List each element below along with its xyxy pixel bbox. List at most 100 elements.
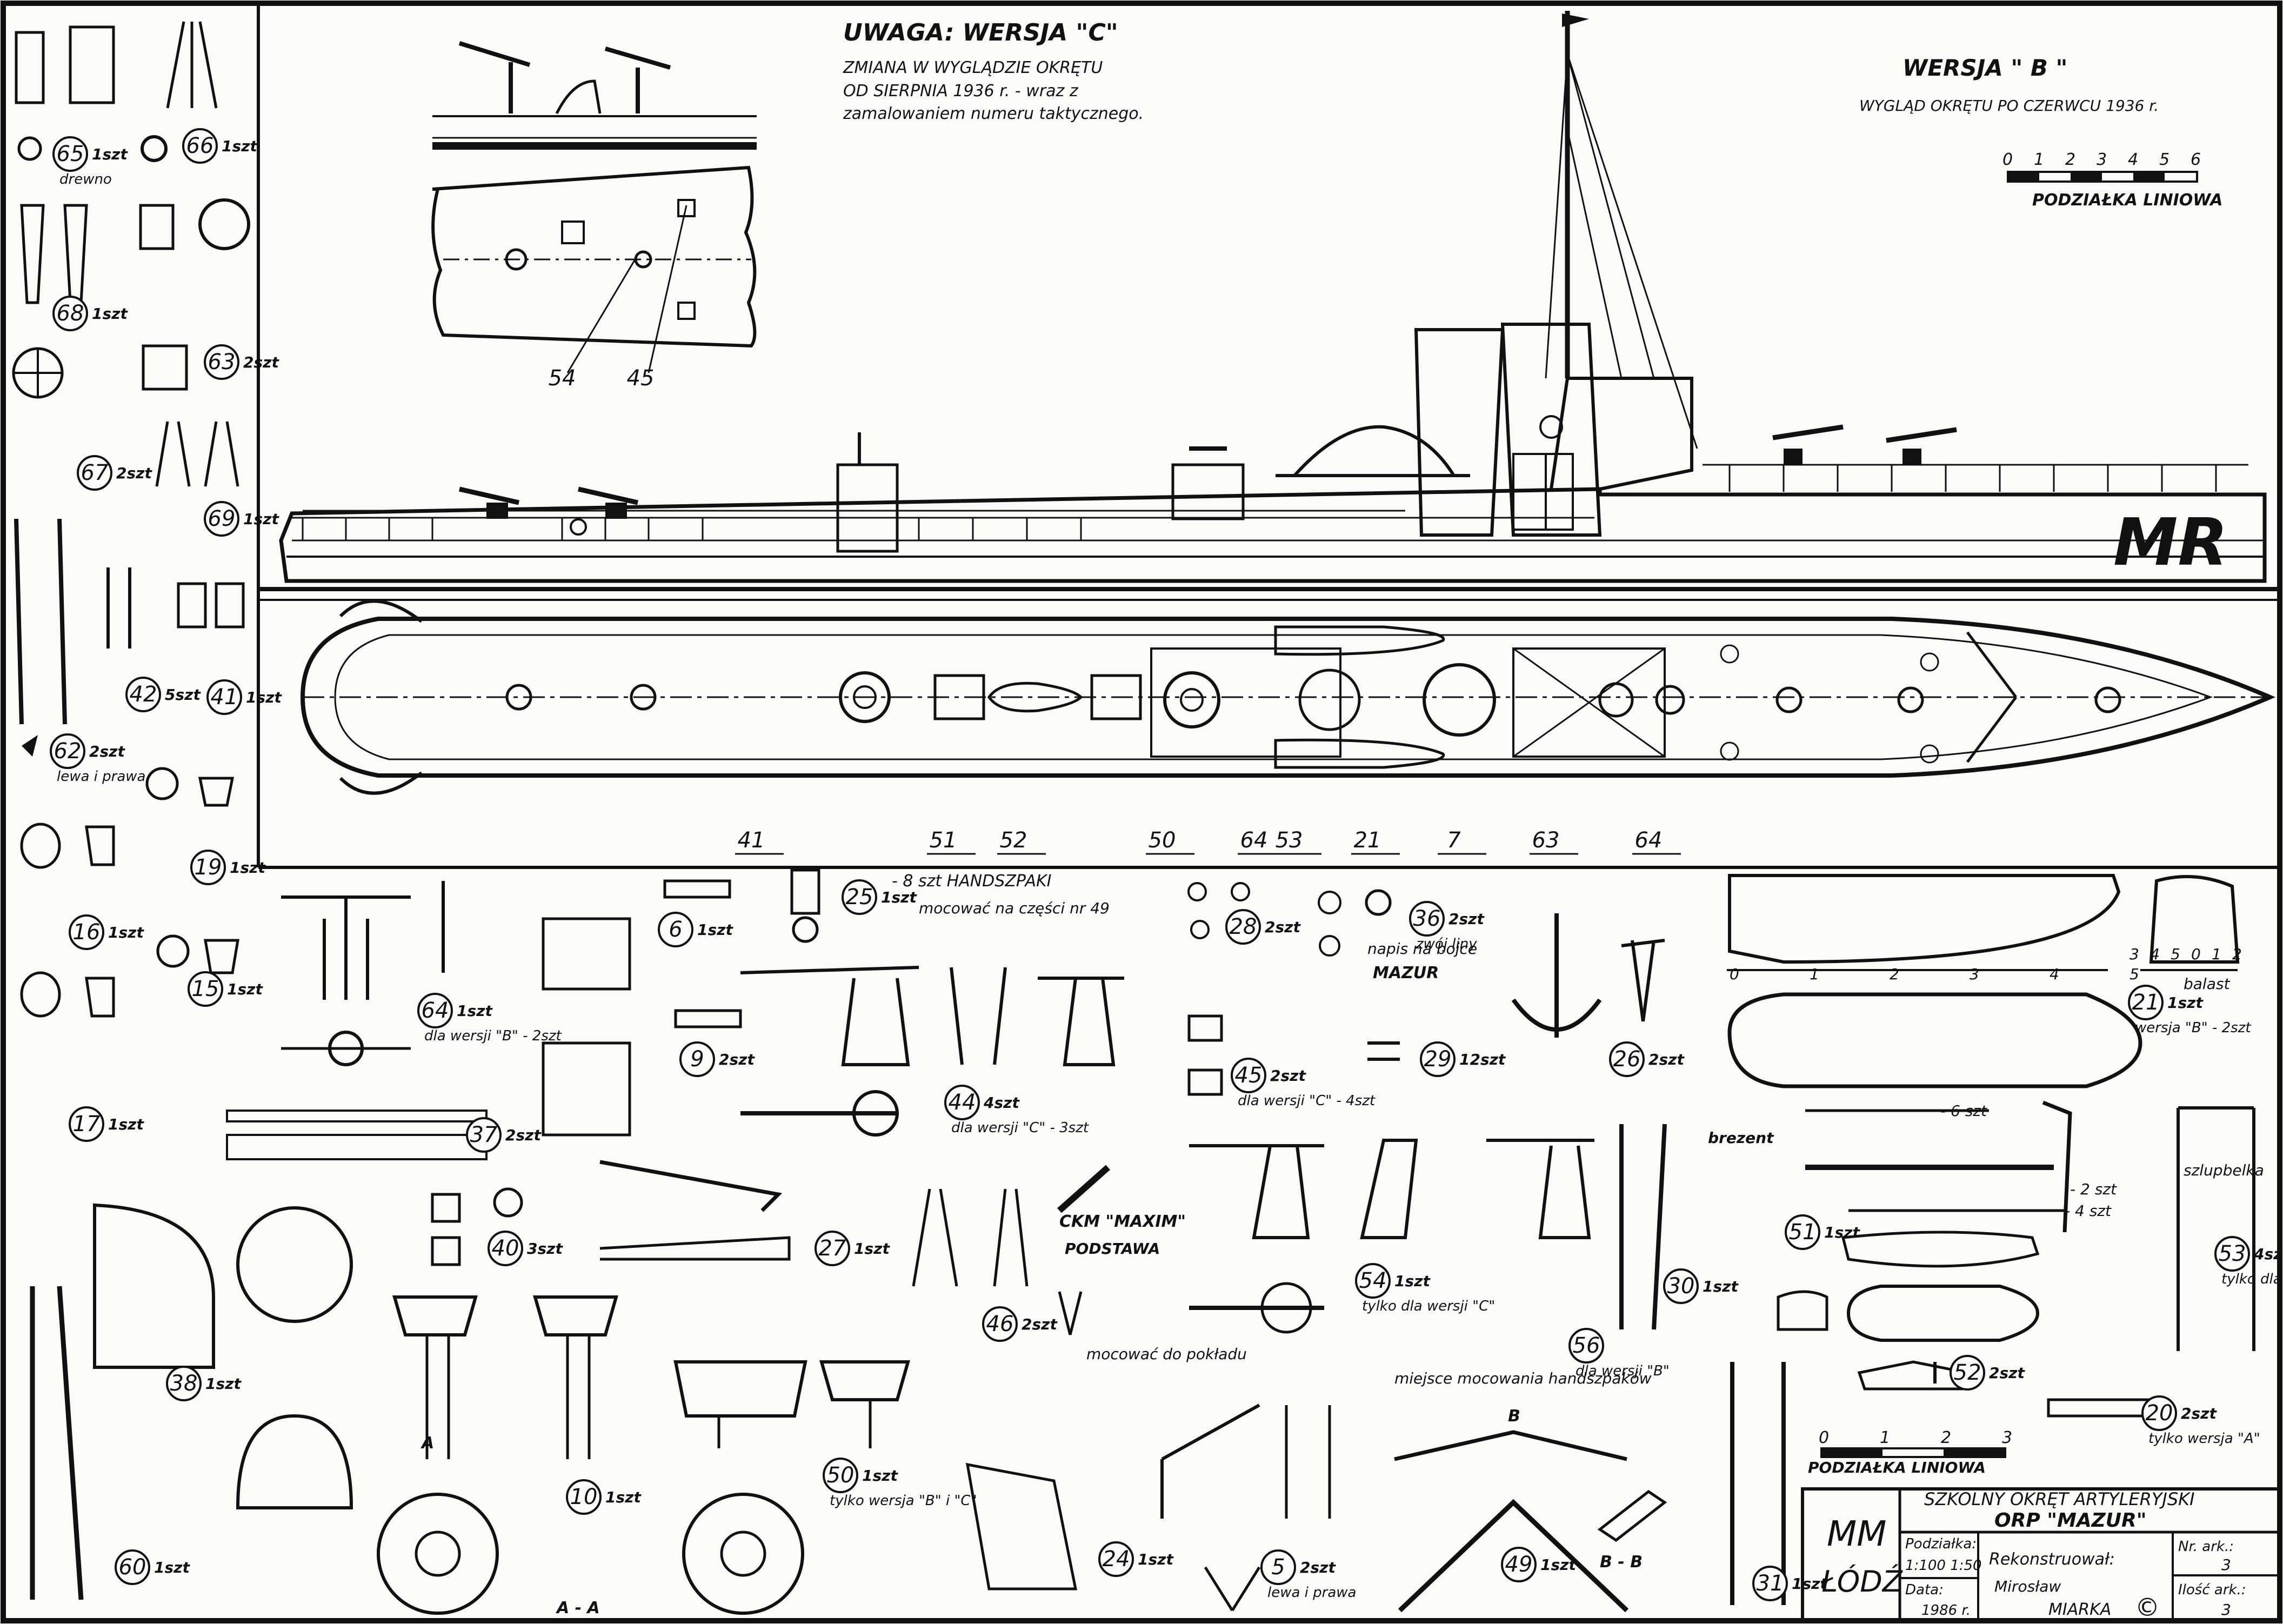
part-note: lewa i prawa [57,768,146,785]
author-last-name: MIARKA [2048,1600,2111,1619]
part-number: 20 [2146,1401,2173,1426]
part-quantity: 2szt [1022,1315,1058,1333]
part-quantity: 1szt [1394,1272,1431,1290]
small-scale-label: PODZIAŁKA LINIOWA [1808,1459,1986,1476]
part-quantity: 1szt [1792,1575,1828,1593]
mocowac-49-label: mocować na części nr 49 [919,899,1110,917]
part-note: tylko wersja "A" [2148,1431,2260,1447]
plan-callout: 53 [1276,828,1303,853]
part-number: 29 [1424,1047,1452,1072]
section-b-mark: B [1508,1407,1520,1426]
part-circle [1225,909,1261,945]
plan-callout: 50 [1149,828,1176,853]
plan-callout: 64 [1240,828,1268,853]
scale-tick: 0 [2191,945,2201,963]
part-quantity: 2szt [1265,918,1301,936]
part-quantity: 2szt [116,464,152,482]
part-circle [658,912,693,947]
part-quantity: 1szt [243,510,279,528]
part-circle [466,1117,502,1153]
version-c-title: UWAGA: WERSJA "C" [843,19,1118,46]
part-circle [1409,901,1445,937]
scale-tick: 4 [2128,150,2138,169]
part-number: 56 [1573,1333,1600,1358]
part-circle [1609,1041,1645,1077]
part-quantity: 3szt [527,1240,563,1258]
part-note: dla wersji "B" - 2szt [424,1028,562,1044]
part-circle [566,1479,602,1515]
part-number: 54 [1359,1268,1387,1293]
part-circle [2141,1395,2177,1431]
part-number: 16 [73,920,101,945]
scale-tick: 1 [1810,965,1819,983]
part-number: 49 [1505,1552,1533,1577]
part-number: 52 [1954,1360,1981,1385]
part-circle [1950,1355,1985,1391]
author-first-name: Mirosław [1994,1578,2061,1595]
part-number: 67 [81,460,109,485]
publisher-logo-mm: MM [1827,1514,1886,1554]
part-note: zwój liny [1416,936,1477,952]
brezent-label: brezent [1708,1129,1774,1147]
part-quantity: 2szt [719,1051,755,1068]
ckm-maxim-label: CKM "MAXIM" [1059,1212,1186,1231]
part-circle [1663,1268,1699,1304]
part-quantity: 12szt [1459,1051,1506,1068]
part-circle [1752,1566,1788,1601]
version-c-inset [431,41,757,373]
part-quantity: 2szt [2181,1405,2217,1422]
part-number: 19 [195,855,222,880]
scale-tick: 3 [1970,965,1979,983]
scale-tick: 2 [2232,945,2242,963]
scale-value: 1:100 1:50 [1905,1558,1982,1574]
part-circle [166,1366,202,1401]
part-quantity: 1szt [457,1002,493,1020]
part-circle [2128,985,2164,1020]
part-number: 50 [827,1463,855,1488]
part-number: 21 [2132,990,2160,1015]
version-c-line1: ZMIANA W WYGLĄDZIE OKRĘTU [843,58,1103,77]
part-circle [1355,1263,1391,1299]
scale-tick: 1 [2034,150,2044,169]
part-quantity: 1szt [246,689,282,706]
date-label: Data: [1905,1582,1944,1598]
part-number: 37 [470,1122,498,1147]
part-number: 17 [73,1112,101,1137]
version-b-title: WERSJA " B " [1903,55,2067,81]
date-value: 1986 r. [1921,1602,1971,1619]
plan-view [300,599,2276,795]
scale-tick: 4 [2050,965,2059,983]
callout-45-top: 45 [627,366,655,391]
plan-callout: 63 [1532,828,1560,853]
scale-tick: 2 [1890,965,1899,983]
section-a-mark: A [420,1434,434,1453]
scale-label: Podziałka: [1905,1536,1977,1552]
part-quantity: 1szt [108,924,144,941]
part-quantity: 1szt [92,145,128,163]
part-quantity: 4szt [983,1094,1020,1112]
part-note: dla wersji "C" - 3szt [951,1120,1089,1136]
sheet-no: 3 [2221,1556,2231,1574]
part-quantity: 1szt [1824,1224,1860,1241]
part-quantity: 1szt [230,859,266,877]
part-circle [190,850,226,885]
part-circle [77,455,112,491]
part-number: 66 [186,133,214,158]
part-quantity: 1szt [1703,1278,1739,1295]
part-quantity: 2szt [1270,1067,1306,1085]
part-circle [2214,1236,2250,1272]
part-quantity: 2szt [243,353,279,371]
part-note: tylko wersja "B" i "C" [830,1493,977,1509]
oars-4-label: - 4 szt [2065,1202,2112,1220]
part-note: wersja "B" - 2szt [2135,1020,2251,1036]
part-circle [52,296,88,331]
part-number: 5 [1271,1555,1285,1580]
part-circle [815,1231,850,1266]
oars-2-label: - 2 szt [2070,1180,2117,1198]
part-number: 51 [1789,1220,1817,1245]
